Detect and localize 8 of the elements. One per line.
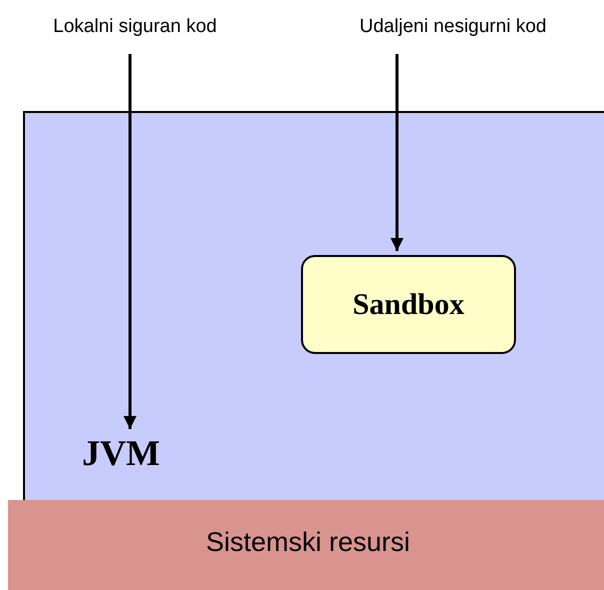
arrow	[390, 54, 404, 251]
resource-bar: Sistemski resursi	[8, 500, 604, 590]
arrow	[124, 54, 136, 429]
text-label: Lokalni siguran kod	[30, 12, 240, 42]
process-box: Sandbox	[301, 255, 516, 354]
box-title: JVM	[82, 433, 160, 473]
container-box	[23, 111, 604, 500]
text-label: Udaljeni nesigurni kod	[335, 12, 571, 42]
